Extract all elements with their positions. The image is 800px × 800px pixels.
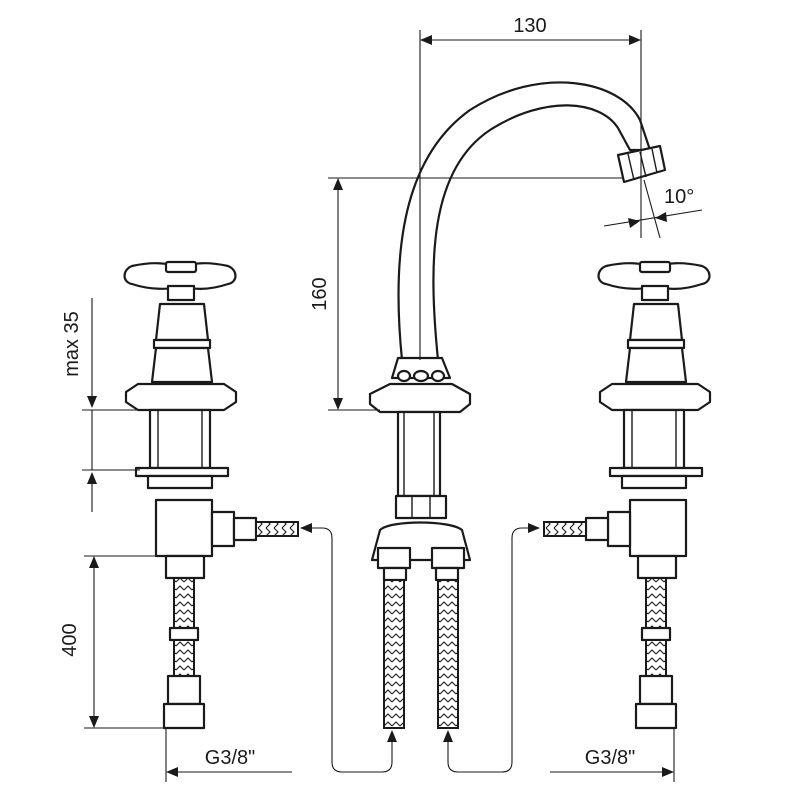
spout-hose-right (437, 579, 459, 729)
right-thread-label: G3/8" (585, 747, 635, 769)
collar-screw (396, 369, 412, 383)
hose-end-nut (634, 702, 678, 730)
dimension-spout-angle: 10° (603, 150, 703, 239)
handle-stem (640, 284, 670, 302)
body-ring (152, 338, 212, 350)
dimension-left-thread: G3/8" (165, 728, 292, 782)
handle-stem (166, 284, 196, 302)
tap-flange (124, 382, 238, 412)
side-hose-fitting (232, 516, 258, 542)
tap-body (154, 302, 210, 342)
tap-body (628, 302, 684, 342)
spout-hose-left (383, 579, 405, 729)
manifold-nut-left (376, 546, 412, 570)
tap-shank (148, 408, 212, 470)
locknut (146, 474, 214, 490)
handle-cap (164, 260, 198, 274)
hose-length-label: 400 (59, 623, 81, 656)
dimension-spout-height: 160 (309, 177, 624, 411)
spout (397, 81, 652, 362)
connection-route-right (443, 523, 540, 773)
locknut (620, 474, 688, 490)
tap-flange (598, 382, 712, 412)
bottom-nut (164, 554, 206, 580)
dimension-deck-thickness: max 35 (61, 298, 150, 512)
bottom-nut (636, 554, 678, 580)
spout-reach-label: 130 (513, 15, 546, 37)
left-thread-label: G3/8" (205, 747, 255, 769)
collar-screw (412, 369, 430, 383)
deck-thickness-label: max 35 (61, 311, 83, 377)
dimension-spout-reach: 130 (419, 15, 642, 360)
spout-base-flange (368, 382, 472, 414)
side-hose (543, 521, 587, 537)
side-hose (255, 521, 299, 537)
connection-route-left (300, 523, 397, 773)
spout-shank (396, 410, 442, 498)
spout-nut (394, 494, 448, 520)
lower-hose (173, 577, 195, 629)
left-tap (123, 260, 299, 730)
tap-shank (622, 408, 686, 470)
hose-end-nut (162, 702, 206, 730)
deck-washer (134, 466, 230, 478)
side-hose-fitting (584, 516, 610, 542)
dimension-right-thread: G3/8" (550, 728, 675, 782)
valve-body (154, 498, 214, 558)
lower-hose (645, 577, 667, 629)
spout-assembly (368, 81, 667, 729)
body-ring (626, 338, 686, 350)
side-nut (210, 510, 236, 548)
manifold-nut-right (430, 546, 466, 570)
spout-angle-label: 10° (664, 186, 694, 208)
collar-screw (430, 369, 446, 383)
right-tap (543, 260, 712, 730)
dimension-hose-length: 400 (59, 555, 166, 729)
spout-height-label: 160 (309, 277, 331, 310)
side-nut (606, 510, 632, 548)
handle-cap (638, 260, 672, 274)
deck-washer (608, 466, 704, 478)
valve-body (628, 498, 688, 558)
